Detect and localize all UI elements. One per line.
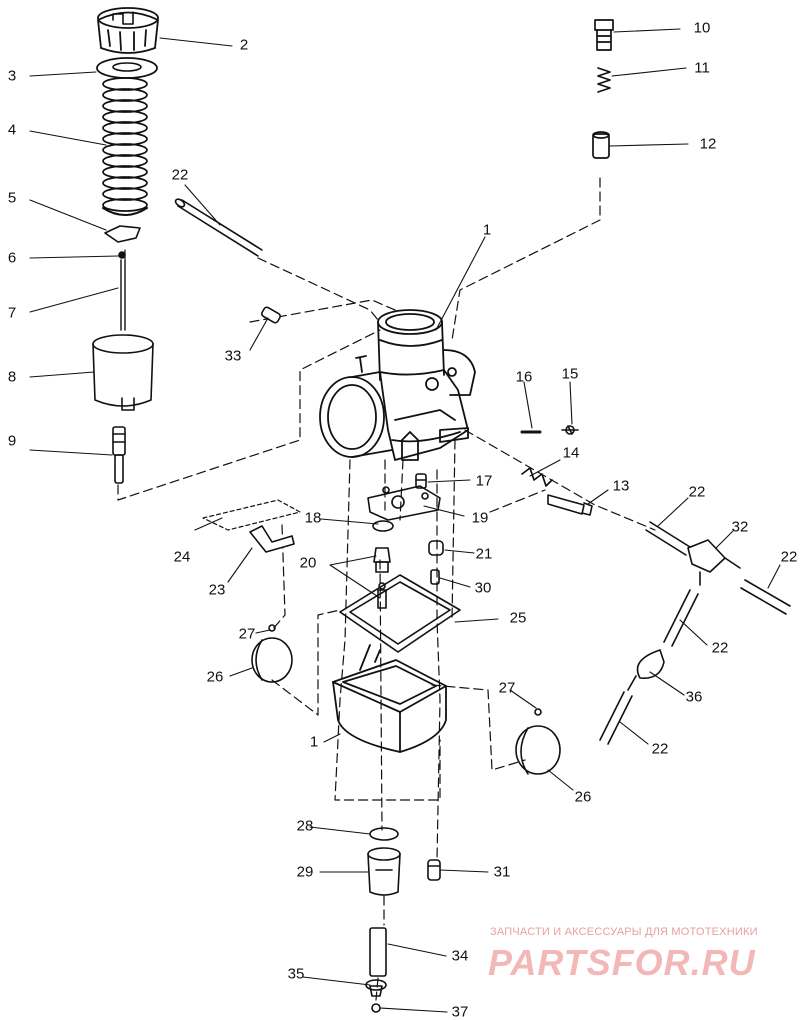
callout-33: 33 bbox=[224, 347, 242, 365]
callout-26-left: 26 bbox=[206, 668, 224, 686]
part-spring bbox=[102, 77, 148, 216]
callout-27-left: 27 bbox=[238, 625, 256, 643]
part-plug bbox=[261, 306, 281, 324]
part-17 bbox=[415, 473, 427, 489]
part-jets-20 bbox=[373, 547, 391, 609]
callout-9: 9 bbox=[7, 432, 17, 450]
callout-11: 11 bbox=[694, 59, 710, 77]
callout-22-top: 22 bbox=[171, 166, 189, 184]
callout-21: 21 bbox=[475, 545, 493, 563]
callout-15: 15 bbox=[561, 365, 579, 383]
callout-5: 5 bbox=[7, 189, 17, 207]
callout-16: 16 bbox=[515, 368, 533, 386]
callout-22-low: 22 bbox=[651, 740, 669, 758]
callout-28: 28 bbox=[296, 817, 314, 835]
part-31 bbox=[427, 859, 441, 881]
part-vent-hoses bbox=[599, 521, 791, 745]
callout-32: 32 bbox=[731, 518, 749, 536]
callout-34: 34 bbox=[451, 947, 469, 965]
callout-20: 20 bbox=[299, 554, 317, 572]
part-throttle-valve bbox=[92, 334, 154, 411]
callout-1-top: 1 bbox=[482, 221, 492, 239]
callout-27-right: 27 bbox=[498, 679, 516, 697]
callout-26-right: 26 bbox=[574, 788, 592, 806]
part-cap bbox=[97, 7, 159, 54]
callout-3: 3 bbox=[7, 67, 17, 85]
callout-25: 25 bbox=[509, 609, 527, 627]
part-gasket-19 bbox=[367, 485, 441, 521]
assembly-guide-lines bbox=[117, 177, 656, 1001]
watermark-subtitle: ЗАПЧАСТИ И АКСЕССУАРЫ ДЛЯ МОТОТЕХНИКИ bbox=[490, 926, 758, 938]
watermark-logo: PARTSFOR.RU bbox=[488, 942, 756, 983]
callout-1-bowl: 1 bbox=[309, 733, 319, 751]
part-gasket-25 bbox=[339, 574, 461, 653]
part-float-right bbox=[515, 708, 561, 775]
callout-8: 8 bbox=[7, 368, 17, 386]
callout-22-lowmid: 22 bbox=[711, 639, 729, 657]
callout-22-mid: 22 bbox=[688, 483, 706, 501]
part-needle-jet bbox=[112, 426, 126, 484]
callout-36: 36 bbox=[685, 688, 703, 706]
part-pilot-screw bbox=[521, 467, 593, 516]
callout-19: 19 bbox=[471, 509, 489, 527]
callout-31: 31 bbox=[493, 863, 511, 881]
callout-23: 23 bbox=[208, 581, 226, 599]
callout-37: 37 bbox=[451, 1003, 469, 1020]
callout-6: 6 bbox=[7, 249, 17, 267]
callout-30: 30 bbox=[474, 579, 492, 597]
leader-lines bbox=[29, 28, 781, 1013]
part-float-bowl bbox=[332, 644, 447, 753]
callout-29: 29 bbox=[296, 863, 314, 881]
callout-22-right: 22 bbox=[780, 548, 798, 566]
callout-7: 7 bbox=[7, 304, 17, 322]
callout-35: 35 bbox=[287, 965, 305, 983]
callout-17: 17 bbox=[475, 472, 493, 490]
part-29 bbox=[367, 847, 401, 896]
part-small-screws bbox=[520, 425, 579, 435]
callout-2: 2 bbox=[239, 36, 249, 54]
callout-14: 14 bbox=[562, 444, 580, 462]
callout-24: 24 bbox=[173, 548, 191, 566]
part-idle-screw-assembly bbox=[592, 19, 614, 159]
callout-10: 10 bbox=[693, 19, 711, 37]
part-float-left bbox=[251, 624, 293, 683]
callout-13: 13 bbox=[612, 477, 630, 495]
callout-18: 18 bbox=[304, 509, 322, 527]
callout-4: 4 bbox=[7, 121, 17, 139]
callout-12: 12 bbox=[699, 135, 717, 153]
part-hose-top bbox=[174, 198, 263, 257]
part-carburetor-body bbox=[319, 309, 476, 461]
part-gasket-24 bbox=[202, 499, 301, 553]
